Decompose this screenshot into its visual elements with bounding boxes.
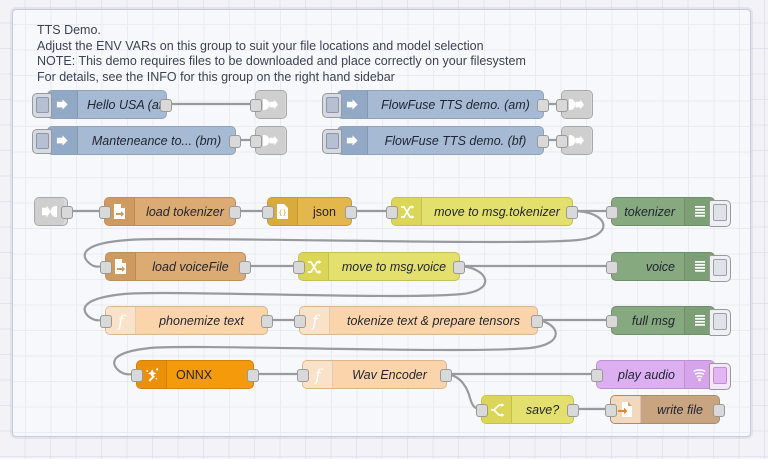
input-port[interactable]	[606, 206, 618, 219]
change-node-move-to-msg-tokenizer[interactable]: move to msg.tokenizer	[386, 197, 578, 226]
switch-node-save[interactable]: save?	[476, 395, 579, 424]
node-label: load tokenizer	[146, 204, 224, 219]
input-port[interactable]	[605, 404, 617, 417]
output-port[interactable]	[531, 315, 543, 328]
input-port[interactable]	[606, 315, 618, 328]
debug-node-tokenizer[interactable]: tokenizer	[606, 197, 731, 227]
inject-node-flowfuse-bf[interactable]: FlowFuse TTS demo. (bf)	[322, 126, 549, 155]
input-port[interactable]	[476, 404, 488, 417]
node-label: phonemize text	[159, 313, 244, 328]
node-label: FlowFuse TTS demo. (bf)	[384, 133, 527, 148]
debug-toggle-button[interactable]	[709, 308, 731, 336]
inject-arrow-icon	[338, 91, 368, 118]
node-label: FlowFuse TTS demo. (am)	[381, 97, 530, 112]
node-label: move to msg.tokenizer	[434, 204, 560, 219]
group-note-text: TTS Demo. Adjust the ENV VARs on this gr…	[37, 23, 526, 84]
link-in-icon	[35, 198, 64, 225]
input-port[interactable]	[100, 315, 112, 328]
debug-toggle-button[interactable]	[709, 254, 731, 282]
node-label: Hello USA (af)	[87, 97, 167, 112]
link-out-node-2[interactable]	[250, 126, 287, 155]
debug-toggle-button[interactable]	[709, 199, 731, 227]
audio-toggle-button[interactable]	[709, 362, 731, 390]
input-port[interactable]	[606, 261, 618, 274]
link-out-icon	[256, 127, 285, 154]
input-port[interactable]	[297, 369, 309, 382]
function-node-phonemize-text[interactable]: f phonemize text	[100, 306, 273, 335]
file-out-node-write-file[interactable]: write file	[605, 395, 725, 424]
inject-button-flowfuse-bf[interactable]	[322, 129, 342, 154]
svg-text:f: f	[117, 312, 127, 330]
link-out-icon	[562, 127, 591, 154]
input-port[interactable]	[386, 206, 398, 219]
output-port[interactable]	[239, 261, 251, 274]
node-label: save?	[525, 402, 560, 417]
node-label: tokenize text & prepare tensors	[346, 313, 520, 328]
node-label: tokenizer	[624, 204, 675, 219]
function-node-tokenize-prepare-tensors[interactable]: f tokenize text & prepare tensors	[294, 306, 543, 335]
node-label: Wav Encoder	[352, 367, 427, 382]
output-port[interactable]	[229, 206, 241, 219]
input-port[interactable]	[250, 135, 262, 148]
link-out-node-3[interactable]	[556, 90, 593, 119]
link-in-node-1[interactable]	[34, 197, 73, 226]
link-out-node-1[interactable]	[250, 90, 287, 119]
svg-text:f: f	[311, 312, 321, 330]
node-label: play audio	[618, 367, 675, 382]
output-port[interactable]	[453, 261, 465, 274]
debug-node-voice[interactable]: voice	[606, 252, 731, 282]
debug-node-full-msg[interactable]: full msg	[606, 306, 731, 336]
json-node[interactable]: {} json	[262, 197, 357, 226]
inject-arrow-icon	[48, 91, 78, 118]
output-port[interactable]	[261, 315, 273, 328]
output-port[interactable]	[61, 206, 73, 219]
input-port[interactable]	[294, 315, 306, 328]
link-out-node-4[interactable]	[556, 126, 593, 155]
node-label: move to msg.voice	[341, 259, 447, 274]
node-label: voice	[645, 259, 675, 274]
inject-node-flowfuse-am[interactable]: FlowFuse TTS demo. (am)	[322, 90, 549, 119]
input-port[interactable]	[293, 261, 305, 274]
inject-button-maintenance[interactable]	[32, 129, 52, 154]
output-port[interactable]	[566, 206, 578, 219]
input-port[interactable]	[556, 135, 568, 148]
input-port[interactable]	[131, 369, 143, 382]
file-in-node-load-tokenizer[interactable]: load tokenizer	[99, 197, 241, 226]
inject-button-flowfuse-am[interactable]	[322, 93, 342, 118]
input-port[interactable]	[250, 99, 262, 112]
inject-node-maintenance[interactable]: Manteneance to... (bm)	[32, 126, 241, 155]
change-node-move-to-msg-voice[interactable]: move to msg.voice	[293, 252, 465, 281]
input-port[interactable]	[99, 206, 111, 219]
output-port[interactable]	[247, 369, 259, 382]
output-port[interactable]	[229, 135, 241, 148]
inject-button-hello-usa[interactable]	[32, 93, 52, 118]
svg-text:{}: {}	[278, 209, 286, 217]
function-node-wav-encoder[interactable]: f Wav Encoder	[297, 360, 452, 389]
onnx-node[interactable]: ONNX	[131, 360, 259, 389]
output-port[interactable]	[713, 404, 725, 417]
node-label: ONNX	[176, 367, 213, 382]
node-label: full msg	[631, 313, 675, 328]
output-port[interactable]	[537, 99, 549, 112]
input-port[interactable]	[100, 261, 112, 274]
input-port[interactable]	[591, 369, 603, 382]
node-label: Manteneance to... (bm)	[91, 133, 222, 148]
output-port[interactable]	[537, 135, 549, 148]
node-label: write file	[657, 402, 703, 417]
node-label: load voiceFile	[152, 259, 229, 274]
inject-arrow-icon	[338, 127, 368, 154]
output-port[interactable]	[567, 404, 579, 417]
output-port[interactable]	[160, 99, 172, 112]
svg-text:f: f	[314, 366, 324, 384]
output-port[interactable]	[440, 369, 452, 382]
inject-node-hello-usa[interactable]: Hello USA (af)	[32, 90, 172, 119]
input-port[interactable]	[262, 206, 274, 219]
input-port[interactable]	[556, 99, 568, 112]
output-port[interactable]	[345, 206, 357, 219]
file-in-node-load-voicefile[interactable]: load voiceFile	[100, 252, 251, 281]
node-label: json	[313, 204, 336, 219]
inject-arrow-icon	[48, 127, 78, 154]
audio-out-node-play-audio[interactable]: play audio	[591, 360, 731, 390]
